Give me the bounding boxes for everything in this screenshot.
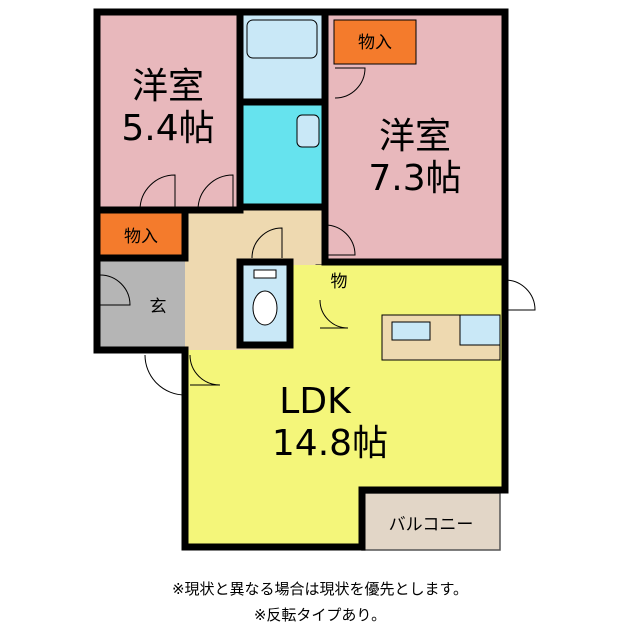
storage-top-area [333,19,417,65]
western-room-b-name: 洋室 [379,116,451,157]
balcony-label: バルコニー [389,515,474,535]
washbasin [296,114,320,148]
sink [391,321,431,341]
toilet-tank [253,269,277,279]
toilet-bowl [252,290,278,326]
bathtub [246,19,318,59]
western-room-a-area [97,12,240,210]
storage-small-label: 物 [331,272,348,292]
western-room-b-size: 7.3帖 [368,158,461,199]
western-room-a-name: 洋室 [132,66,204,107]
windows [140,8,509,551]
ldk-name: LDK [279,381,352,422]
entrance-area [97,258,185,350]
note-line-2: ※反転タイプあり。 [253,606,387,624]
ldk-size: 14.8帖 [272,423,388,464]
walls [93,8,509,551]
balcony-area [361,492,501,551]
stove [459,314,501,346]
western-room-a-size: 5.4帖 [121,108,214,149]
entrance-label: 玄 [150,297,167,317]
storage-left-label: 物入 [124,227,158,247]
note-line-1: ※現状と異なる場合は現状を優先とします。 [171,580,469,598]
storage-top-label: 物入 [358,33,392,53]
